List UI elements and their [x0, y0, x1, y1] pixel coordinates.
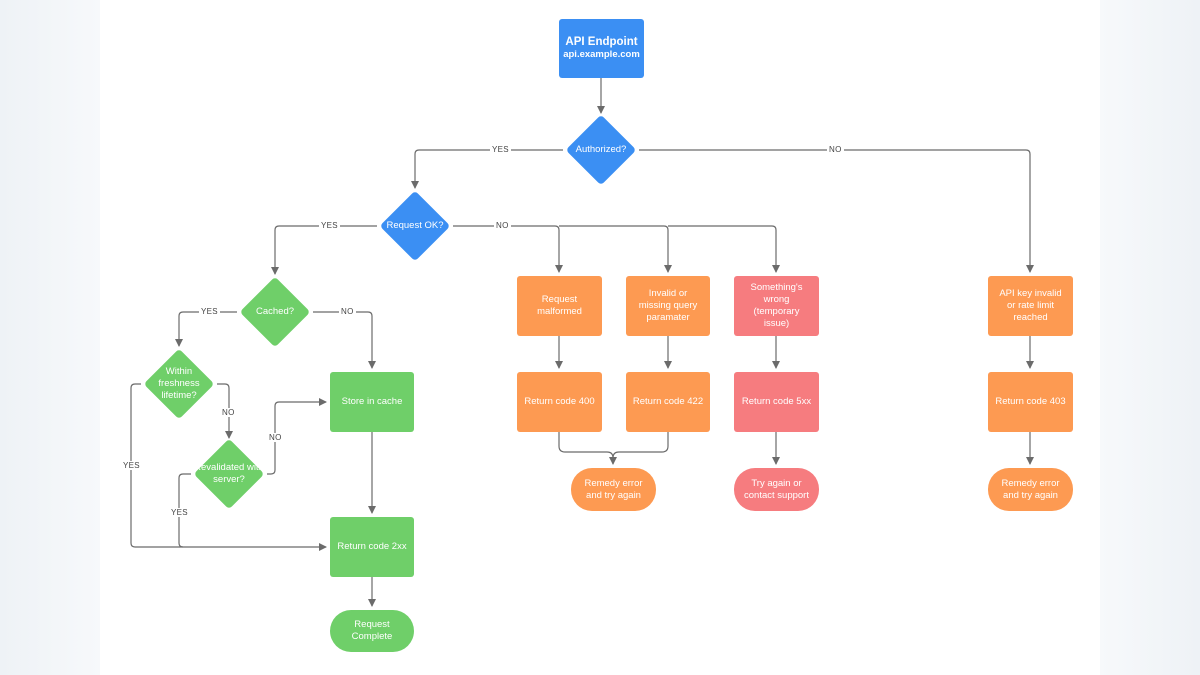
revalidated-label: Revalidated with server?	[194, 462, 264, 485]
edge-422-remedy	[612, 432, 669, 459]
edge-cached-yes	[175, 311, 237, 347]
edge-fresh-no	[217, 383, 233, 439]
remedy-error-node-2: Remedy error and try again	[988, 468, 1073, 511]
label-reval-yes: YES	[169, 508, 190, 517]
api-endpoint-node: API Endpoint api.example.com	[559, 19, 644, 78]
left-backdrop	[0, 0, 100, 675]
edge-cached-no	[313, 311, 376, 369]
something-wrong-node: Something's wrong (temporary issue)	[734, 276, 819, 336]
endpoint-subtitle: api.example.com	[563, 49, 640, 60]
return-403-node: Return code 403	[988, 372, 1073, 432]
label-auth-yes: YES	[490, 145, 511, 154]
edge-req-no-invalid	[559, 225, 672, 273]
label-fresh-yes: YES	[121, 461, 142, 470]
request-ok-label: Request OK?	[386, 220, 444, 231]
cached-label: Cached?	[255, 306, 295, 317]
edge-reval-yes	[178, 473, 191, 548]
edge-400-remedy	[558, 432, 617, 465]
freshness-label: Within freshness lifetime?	[158, 366, 200, 401]
label-req-yes: YES	[319, 221, 340, 230]
request-complete-node: Request Complete	[330, 610, 414, 652]
right-backdrop	[1100, 0, 1200, 675]
try-again-support-node: Try again or contact support	[734, 468, 819, 511]
return-5xx-node: Return code 5xx	[734, 372, 819, 432]
authorized-label: Authorized?	[575, 144, 627, 155]
request-malformed-node: Request malformed	[517, 276, 602, 336]
api-key-invalid-node: API key invalid or rate limit reached	[988, 276, 1073, 336]
label-auth-no: NO	[827, 145, 844, 154]
invalid-query-node: Invalid or missing query paramater	[626, 276, 710, 336]
label-reval-no: NO	[267, 433, 284, 442]
edge-req-yes	[271, 225, 377, 275]
return-400-node: Return code 400	[517, 372, 602, 432]
edge-auth-yes	[411, 149, 563, 189]
edge-auth-no	[639, 149, 1034, 273]
endpoint-title: API Endpoint	[565, 36, 638, 48]
remedy-error-node-1: Remedy error and try again	[571, 468, 656, 511]
edge-req-no-malformed	[453, 225, 563, 273]
return-2xx-node: Return code 2xx	[330, 517, 414, 577]
store-in-cache-node: Store in cache	[330, 372, 414, 432]
label-cached-yes: YES	[199, 307, 220, 316]
return-422-node: Return code 422	[626, 372, 710, 432]
edge-req-no-wrong	[668, 225, 780, 273]
label-req-no: NO	[494, 221, 511, 230]
label-fresh-no: NO	[220, 408, 237, 417]
label-cached-no: NO	[339, 307, 356, 316]
